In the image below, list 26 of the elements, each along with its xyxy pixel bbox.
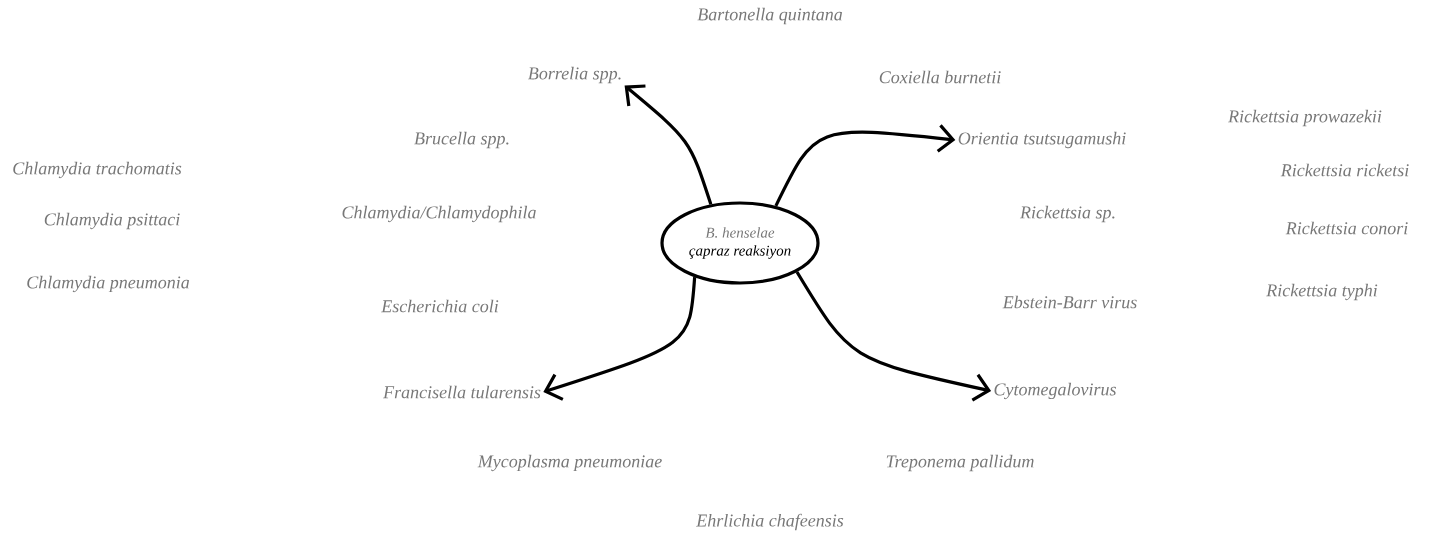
- species-label: Orientia tsutsugamushi: [958, 131, 1126, 149]
- species-label: Rickettsia typhi: [1266, 283, 1378, 301]
- species-label: Cytomegalovirus: [994, 382, 1116, 400]
- species-label: Ehrlichia chafeensis: [696, 513, 844, 531]
- species-label: Rickettsia ricketsi: [1280, 163, 1409, 177]
- species-label: Mycoplasma pneumoniae: [477, 454, 662, 472]
- species-label: Chlamydia trachomatis: [13, 161, 182, 179]
- species-label: Bartonella quintana: [697, 7, 843, 25]
- species-label: Chlamydia pneumonia: [27, 275, 190, 293]
- ellipse-node: B. henselae çapraz reaksiyon: [660, 201, 820, 285]
- species-label: Escherichia coli: [381, 299, 499, 313]
- species-label: Rickettsia conori: [1285, 221, 1408, 235]
- species-label: Chlamydia psittaci: [44, 212, 180, 230]
- arrow: [624, 84, 713, 205]
- arrow: [774, 124, 956, 207]
- species-label: Borrelia spp.: [528, 66, 621, 84]
- species-label: Treponema pallidum: [886, 454, 1034, 472]
- species-label: Brucella spp.: [414, 131, 509, 149]
- species-label: Rickettsia sp.: [1019, 205, 1115, 223]
- species-label: Chlamydia/Chlamydophila: [342, 205, 536, 223]
- species-label: Rickettsia prowazekii: [1228, 109, 1382, 127]
- arrow: [543, 277, 697, 401]
- species-label: Francisella tularensis: [383, 385, 541, 399]
- species-label: Coxiella burnetii: [879, 70, 1001, 84]
- species-label: Ebstein-Barr virus: [1002, 295, 1137, 309]
- arrow: [795, 271, 992, 402]
